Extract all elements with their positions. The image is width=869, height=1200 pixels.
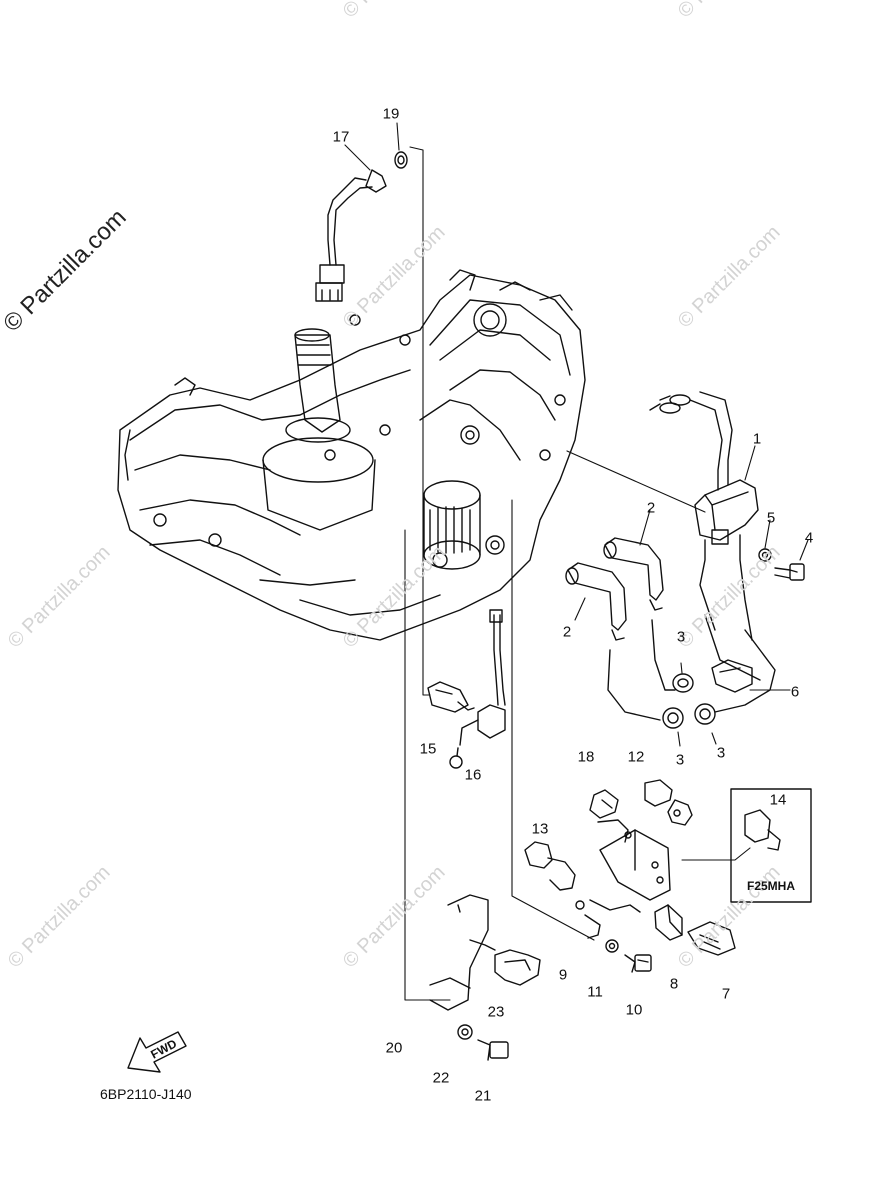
callout-7: 7 (721, 985, 731, 1003)
callout-15: 15 (419, 740, 437, 758)
callout-11: 11 (587, 983, 603, 1001)
o-ring-19 (394, 151, 408, 169)
callout-18: 18 (577, 748, 595, 766)
clamp-13 (524, 841, 585, 910)
callout-14: 14 (769, 791, 787, 809)
washer-11 (605, 939, 619, 953)
block-8 (654, 904, 683, 941)
callout-3a: 3 (676, 628, 686, 646)
inset-box (730, 788, 812, 903)
callout-6: 6 (790, 683, 800, 701)
callout-17: 17 (332, 128, 350, 146)
clip-23 (469, 939, 541, 986)
bolt-21 (477, 1039, 509, 1061)
crankshaft-boss (262, 328, 376, 531)
callout-22: 22 (432, 1069, 450, 1087)
callout-1: 1 (752, 430, 762, 448)
bracket-9 (584, 829, 671, 939)
callout-5: 5 (766, 509, 776, 527)
oil-filter (423, 480, 481, 570)
callout-3b: 3 (675, 751, 685, 769)
bolt-10 (624, 954, 652, 973)
sensor-15 (427, 681, 475, 713)
sensor-lead-17 (315, 169, 387, 302)
callout-4: 4 (804, 529, 814, 547)
bracket-20 (429, 894, 489, 1011)
callout-13: 13 (531, 820, 549, 838)
fwd-arrow-icon (127, 1031, 187, 1073)
clamp-6 (711, 659, 753, 693)
callout-2b: 2 (562, 623, 572, 641)
washer-5 (758, 548, 772, 562)
callout-9: 9 (558, 966, 568, 984)
callout-21: 21 (474, 1087, 492, 1105)
grommets (662, 673, 716, 729)
bolt-4 (774, 563, 805, 581)
callout-3c: 3 (716, 744, 726, 762)
callout-8: 8 (669, 975, 679, 993)
assembly-lines (344, 122, 809, 1001)
clamp-12 (644, 779, 693, 826)
callout-2a: 2 (646, 499, 656, 517)
ignition-wiring (607, 614, 776, 721)
callout-23: 23 (487, 1003, 505, 1021)
callout-10: 10 (625, 1001, 643, 1019)
inset-model-label: F25MHA (746, 879, 796, 893)
callout-20: 20 (385, 1039, 403, 1057)
spark-plug-caps (565, 537, 664, 641)
lead-wire-16 (449, 609, 506, 769)
callout-19: 19 (382, 105, 400, 123)
callout-12: 12 (627, 748, 645, 766)
ignition-coil (649, 391, 759, 641)
plate-7 (687, 921, 736, 956)
callout-16: 16 (464, 766, 482, 784)
diagram-code: 6BP2110-J140 (100, 1086, 192, 1102)
washer-22 (457, 1024, 473, 1040)
clamp-18 (589, 789, 629, 843)
